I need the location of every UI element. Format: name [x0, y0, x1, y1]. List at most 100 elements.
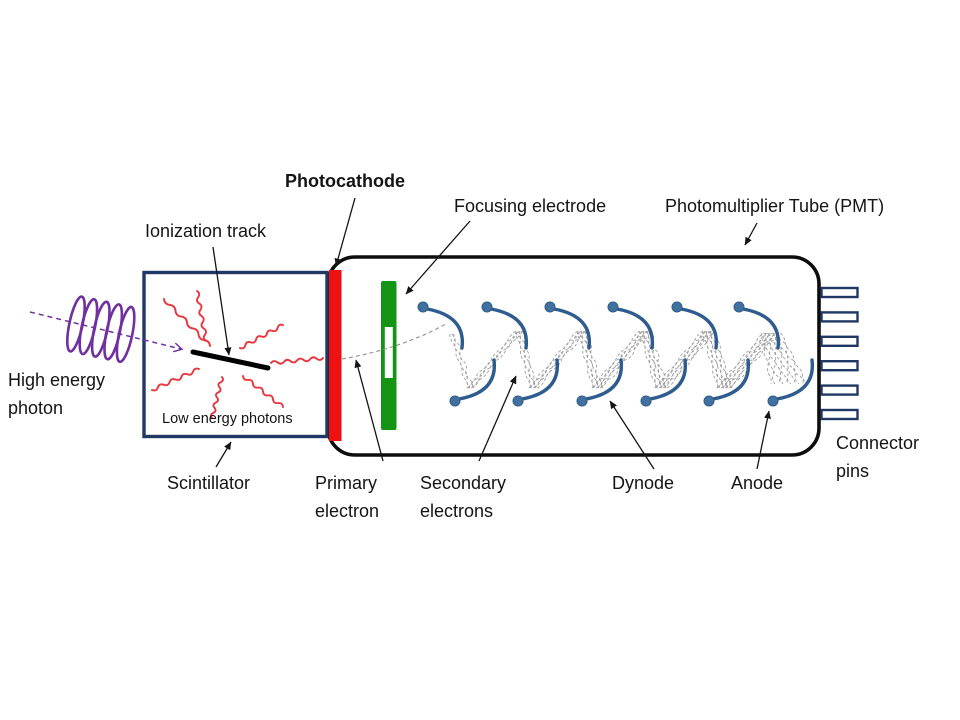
secondary-electrons-arrow	[478, 375, 517, 462]
electron-bundle-line	[656, 330, 706, 389]
dynode-label: Dynode	[612, 473, 675, 493]
low-energy-photon-squiggle	[163, 298, 211, 347]
dynode-arc-bottom	[648, 358, 688, 401]
electron-bundle-line	[773, 332, 796, 385]
dynode-arc-top	[741, 307, 781, 350]
electron-bundle-line	[780, 332, 808, 385]
focusing-electrode-arrow	[405, 220, 471, 295]
dynode-dot-top	[544, 301, 556, 313]
electron-bundle-line	[729, 332, 777, 389]
dynode-arc-top	[425, 307, 465, 350]
electron-bundle-line	[716, 332, 764, 389]
pmt-tube-body	[326, 255, 821, 457]
low-energy-photon-squiggle	[210, 376, 224, 419]
electron-bundle-line	[534, 330, 585, 389]
dynode-arc-top	[552, 307, 592, 350]
electron-bundle-line	[528, 330, 579, 389]
connector-pin	[820, 360, 859, 372]
electron-bundle-line	[718, 332, 767, 389]
ionization-track-arrow	[212, 246, 232, 356]
dynode-dot-top	[481, 301, 493, 313]
electron-bundle-line	[591, 330, 641, 389]
primary-electron-label: Primary electron	[315, 473, 380, 521]
electron-bundle-line	[451, 333, 471, 389]
low-energy-photon-squiggle	[242, 375, 284, 408]
anode-arrow	[756, 410, 771, 470]
low-energy-photon-squiggle	[151, 367, 200, 392]
electron-bundle-line	[726, 332, 775, 389]
electron-bundle-line	[776, 332, 800, 385]
focusing-electrode-slot	[384, 327, 393, 378]
dynode-dot-bottom	[703, 395, 715, 407]
connector-pin	[820, 408, 859, 421]
dynode-dot-bottom	[512, 395, 524, 407]
scintillator-label: Scintillator	[167, 473, 251, 493]
electron-bundle-line	[521, 330, 537, 389]
electron-bundle-line	[769, 332, 788, 385]
electron-bundle-line	[771, 332, 792, 385]
high-energy-photon-path	[29, 311, 181, 349]
dynode-arrow	[609, 400, 655, 470]
electron-bundle-line	[593, 330, 643, 389]
electron-bundle-line	[466, 330, 517, 389]
electron-bundle-line	[760, 332, 772, 385]
low-energy-photon-squiggle	[196, 290, 207, 342]
electron-bundle-line	[642, 330, 661, 389]
electron-bundle-line	[654, 330, 703, 389]
dynode-dot-bottom	[640, 395, 652, 407]
electron-bundle-line	[601, 330, 651, 389]
scintillator-arrow	[215, 441, 232, 468]
photon-coil-loop	[78, 297, 99, 356]
electron-bundle-line	[599, 330, 649, 389]
anode-dot-bottom	[767, 395, 779, 407]
photocathode-arrow	[334, 197, 356, 267]
connector-pin	[820, 286, 859, 299]
dynode-dot-top	[417, 301, 429, 313]
connector-pin	[820, 384, 859, 396]
low-energy-photons-label: Low energy photons	[162, 411, 293, 427]
primary-electron-path	[341, 323, 447, 360]
focusing-electrode-label: Focusing electrode	[454, 196, 607, 216]
photon-coil-loop	[115, 305, 136, 364]
dynode-arc-top	[679, 307, 719, 350]
pmt-title-label: Photomultiplier Tube (PMT)	[665, 196, 885, 216]
dynode-dot-top	[733, 301, 745, 313]
pmt-arrow	[744, 222, 758, 246]
secondary-electrons-label: Secondary electrons	[420, 473, 507, 521]
dynode-dot-bottom	[449, 395, 461, 407]
primary-electron-arrow	[354, 359, 384, 462]
electron-bundle-line	[720, 332, 769, 389]
dynode-arc-top	[615, 307, 655, 350]
electron-bundle-line	[764, 332, 781, 385]
dynode-arc-bottom	[457, 358, 497, 401]
connector-pin	[820, 311, 859, 323]
dynode-arc-bottom	[520, 358, 560, 401]
electron-bundle-line	[767, 332, 784, 385]
electron-bundle-line	[763, 332, 776, 385]
photocathode-bar	[329, 270, 342, 441]
connector-pin	[820, 335, 859, 347]
electron-bundle-line	[730, 332, 779, 389]
dynode-dot-bottom	[576, 395, 588, 407]
dynode-arc-top	[489, 307, 529, 350]
electron-bundle-line	[667, 330, 716, 389]
scintillator-box	[142, 270, 329, 439]
low-energy-photon-squiggle	[270, 356, 324, 365]
photocathode-label: Photocathode	[285, 171, 405, 191]
dynode-arc-bottom	[584, 358, 624, 401]
electron-bundle-line	[664, 330, 714, 389]
anode-label: Anode	[731, 473, 784, 493]
dynode-dot-top	[607, 301, 619, 313]
dynode-arc-bottom	[711, 358, 751, 401]
ionization-track-line	[190, 349, 271, 371]
dynode-dot-top	[671, 301, 683, 313]
electron-bundle-line	[472, 330, 523, 389]
electron-bundle-line	[536, 330, 587, 389]
connector-pins-label: Connector pins	[836, 433, 920, 481]
low-energy-photon-squiggle	[239, 323, 284, 350]
ionization-track-label: Ionization track	[145, 221, 267, 241]
electron-bundle-line	[449, 333, 469, 389]
electron-bundle-line	[658, 330, 708, 389]
